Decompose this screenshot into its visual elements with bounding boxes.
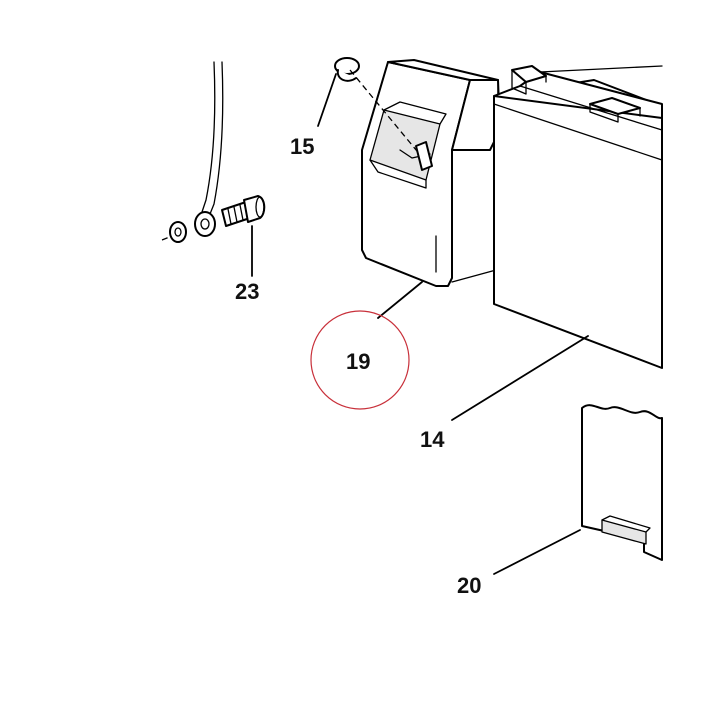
battery <box>493 65 663 369</box>
battery-tray <box>581 404 663 561</box>
callout-15: 15 <box>290 134 314 159</box>
lock-washer <box>169 221 187 243</box>
bolt-assembly <box>161 195 266 243</box>
callout-20: 20 <box>457 573 481 598</box>
callout-19: 19 <box>346 349 370 374</box>
battery-holder-bracket <box>361 59 501 287</box>
leader-15 <box>317 73 337 127</box>
leader-19 <box>377 281 423 319</box>
leader-14 <box>451 335 589 421</box>
callout-14: 14 <box>420 427 445 452</box>
flat-washer <box>194 211 216 237</box>
leader-20 <box>493 529 581 575</box>
highlight-ring <box>310 310 410 410</box>
callout-23: 23 <box>235 279 259 304</box>
rubber-cap <box>334 57 433 171</box>
wire-harness <box>201 61 224 215</box>
bolt <box>221 195 266 227</box>
